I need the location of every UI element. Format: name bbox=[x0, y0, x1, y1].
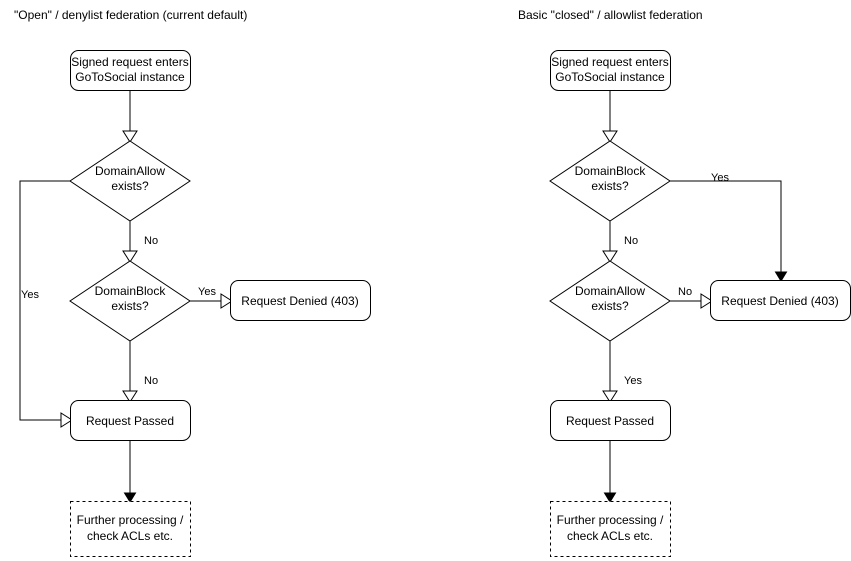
left-decision-domainblock-label-line2: exists? bbox=[111, 299, 149, 313]
right-arrowhead-passed-to-further bbox=[603, 492, 617, 503]
left-column-title: "Open" / denylist federation (current de… bbox=[14, 8, 247, 22]
left-edge-label-domainblock-yes: Yes bbox=[198, 286, 216, 298]
left-arrowhead-passed-to-further bbox=[123, 492, 137, 503]
right-edge-label-domainblock-yes: Yes bbox=[711, 172, 729, 184]
left-arrowhead-domainblock-yes bbox=[220, 293, 233, 309]
left-further-processing-label-line2: check ACLs etc. bbox=[87, 529, 173, 543]
right-entry-label-line1: Signed request enters bbox=[551, 55, 668, 69]
left-decision-domainallow-label-line2: exists? bbox=[111, 179, 149, 193]
right-request-denied-label: Request Denied (403) bbox=[721, 294, 838, 308]
right-further-processing-node bbox=[550, 501, 671, 557]
right-edge-label-domainallow-yes: Yes bbox=[624, 375, 642, 387]
right-arrowhead-domainblock-yes bbox=[774, 271, 788, 282]
left-edge-label-domainallow-yes: Yes bbox=[21, 289, 39, 301]
right-arrowhead-domainallow-yes bbox=[602, 390, 618, 403]
left-arrowhead-domainblock-no bbox=[122, 390, 138, 403]
right-column-title: Basic "closed" / allowlist federation bbox=[518, 8, 703, 22]
left-further-processing-node bbox=[70, 501, 191, 557]
right-request-passed-node bbox=[550, 400, 671, 441]
right-edge-domainblock-yes bbox=[670, 180, 782, 273]
left-entry-label-line1: Signed request enters bbox=[71, 55, 188, 69]
left-arrowhead-entry-to-decision1 bbox=[122, 130, 138, 143]
right-entry-label-line2: GoToSocial instance bbox=[555, 70, 665, 84]
left-entry-label-line2: GoToSocial instance bbox=[75, 70, 185, 84]
right-request-passed-label: Request Passed bbox=[566, 414, 654, 428]
right-arrowhead-domainblock-no bbox=[602, 250, 618, 263]
left-edge-domainallow-yes bbox=[19, 180, 70, 421]
left-request-denied-node bbox=[230, 280, 371, 321]
left-request-denied-label: Request Denied (403) bbox=[241, 294, 358, 308]
right-edge-label-domainblock-no: No bbox=[624, 235, 638, 247]
right-decision-domainallow-label-line2: exists? bbox=[591, 299, 629, 313]
right-further-processing-label-line2: check ACLs etc. bbox=[567, 529, 653, 543]
right-arrowhead-domainallow-no bbox=[700, 293, 713, 309]
left-request-passed-node bbox=[70, 400, 191, 441]
right-decision-domainblock-label-line1: DomainBlock bbox=[575, 164, 647, 178]
right-further-processing-label-line1: Further processing / bbox=[557, 513, 664, 527]
left-decision-domainallow-label-line1: DomainAllow bbox=[95, 164, 165, 178]
left-request-passed-label: Request Passed bbox=[86, 414, 174, 428]
left-edge-label-domainallow-no: No bbox=[144, 235, 158, 247]
right-decision-domainallow-label-line1: DomainAllow bbox=[575, 284, 645, 298]
right-arrowhead-entry-to-decision1 bbox=[602, 130, 618, 143]
left-edge-label-domainblock-no: No bbox=[144, 375, 158, 387]
left-further-processing-label-line1: Further processing / bbox=[77, 513, 184, 527]
right-decision-domainblock-label-line2: exists? bbox=[591, 179, 629, 193]
left-arrowhead-domainallow-no bbox=[122, 250, 138, 263]
left-decision-domainblock-label-line1: DomainBlock bbox=[95, 284, 167, 298]
left-arrowhead-domainallow-yes bbox=[60, 412, 73, 428]
right-edge-label-domainallow-no: No bbox=[678, 286, 692, 298]
